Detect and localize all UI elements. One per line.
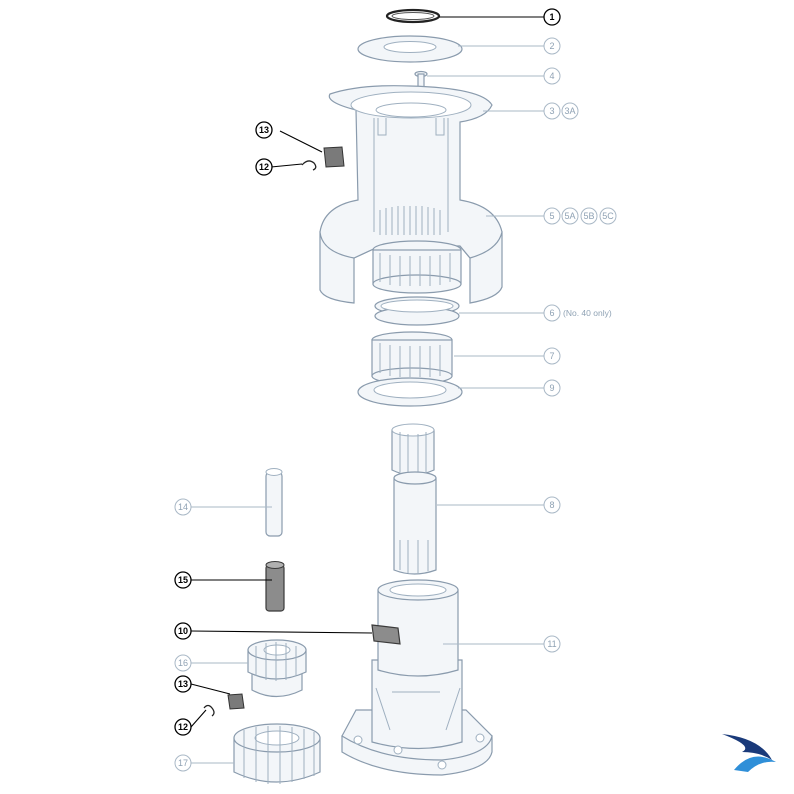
- part-1-o-ring: [385, 8, 441, 24]
- callout-5b: 5B: [580, 207, 598, 225]
- callout-5a: 5A: [561, 207, 579, 225]
- callout-15: 15: [174, 571, 192, 589]
- svg-text:15: 15: [178, 575, 188, 585]
- part-7-bearing: [371, 331, 453, 385]
- svg-text:13: 13: [259, 125, 269, 135]
- svg-text:3A: 3A: [564, 106, 575, 116]
- svg-text:2: 2: [549, 41, 554, 51]
- part-10-pawl: [371, 624, 401, 645]
- part-8-spindle: [391, 423, 437, 575]
- svg-text:14: 14: [178, 502, 188, 512]
- svg-text:11: 11: [547, 639, 556, 649]
- callout-9: 9: [543, 379, 561, 397]
- callout-4: 4: [543, 67, 561, 85]
- part-3-5-drum: [319, 85, 503, 304]
- part-upper-bearing: [372, 240, 462, 294]
- svg-text:5B: 5B: [583, 211, 594, 221]
- svg-text:10: 10: [178, 626, 188, 636]
- callout-8: 8: [543, 496, 561, 514]
- svg-text:8: 8: [549, 500, 554, 510]
- callout-12-bottom: 12: [174, 718, 192, 736]
- part-12-spring-bottom: [203, 704, 215, 717]
- svg-text:12: 12: [259, 162, 269, 172]
- callout-3a: 3A: [561, 102, 579, 120]
- callout-12-top: 12: [255, 158, 273, 176]
- callout-14: 14: [174, 498, 192, 516]
- callout-10: 10: [174, 622, 192, 640]
- callout-16: 16: [174, 654, 192, 672]
- part-15-pin: [265, 561, 285, 612]
- part-2-top-washer: [357, 35, 463, 63]
- part-12-spring-top: [301, 160, 317, 171]
- svg-text:12: 12: [178, 722, 188, 732]
- callout-5: 5: [543, 207, 561, 225]
- callout-7: 7: [543, 347, 561, 365]
- part-6-spacer-ring: [374, 296, 460, 326]
- svg-text:5: 5: [549, 211, 554, 221]
- callout-17: 17: [174, 754, 192, 772]
- svg-text:16: 16: [178, 658, 188, 668]
- brand-logo: [722, 734, 776, 772]
- callout-11: 11: [543, 635, 561, 653]
- callout-6: 6: [543, 304, 561, 322]
- svg-text:17: 17: [178, 758, 188, 768]
- part-17-gear: [233, 723, 321, 784]
- callout-2: 2: [543, 37, 561, 55]
- callout-13-bottom: 13: [174, 675, 192, 693]
- part-13-pawl-top: [323, 146, 345, 168]
- callout-13-top: 13: [255, 121, 273, 139]
- svg-text:5C: 5C: [602, 211, 614, 221]
- callout-6-note: (No. 40 only): [563, 308, 612, 318]
- svg-text:6: 6: [549, 308, 554, 318]
- svg-text:13: 13: [178, 679, 188, 689]
- svg-text:4: 4: [549, 71, 554, 81]
- part-16-gear: [247, 639, 307, 698]
- part-14-pin: [265, 468, 283, 537]
- svg-text:5A: 5A: [564, 211, 575, 221]
- svg-text:9: 9: [549, 383, 554, 393]
- callout-3: 3: [543, 102, 561, 120]
- part-9-bearing-washer: [357, 377, 463, 407]
- svg-text:1: 1: [549, 12, 554, 22]
- svg-text:7: 7: [549, 351, 554, 361]
- part-4-screw: [414, 70, 428, 91]
- leader-lines: [190, 16, 545, 764]
- callout-5c: 5C: [599, 207, 617, 225]
- callout-1: 1: [543, 8, 561, 26]
- svg-text:3: 3: [549, 106, 554, 116]
- part-11-base: [341, 579, 493, 776]
- part-13-pawl-bottom: [227, 693, 245, 710]
